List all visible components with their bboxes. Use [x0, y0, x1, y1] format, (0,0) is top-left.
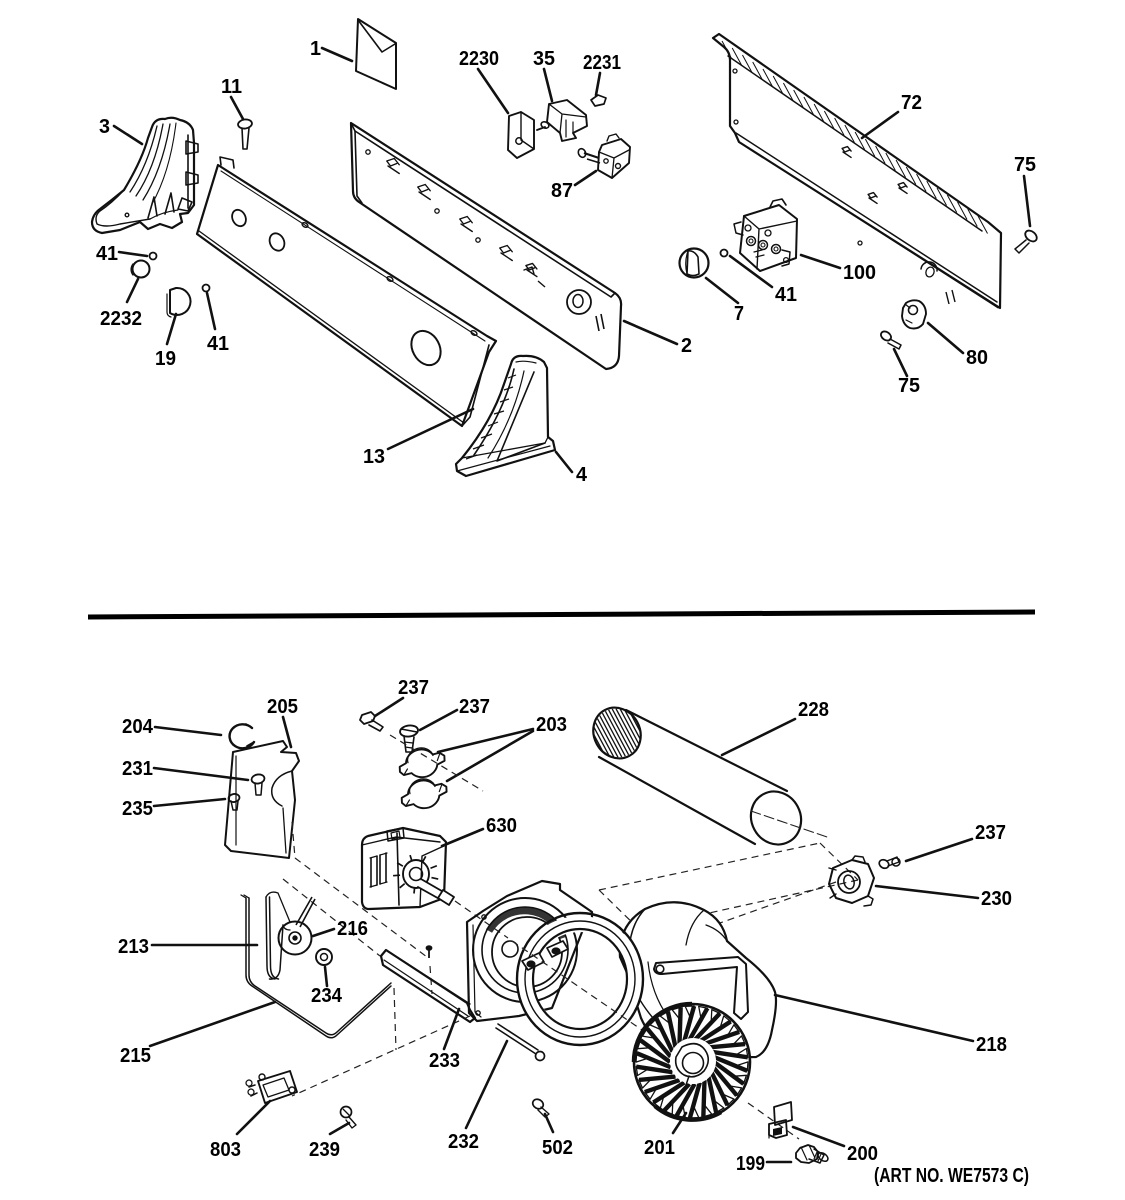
svg-text:13: 13	[363, 446, 385, 468]
svg-text:237: 237	[398, 677, 429, 699]
svg-text:1: 1	[310, 38, 321, 60]
svg-text:2: 2	[681, 335, 692, 357]
svg-text:7: 7	[734, 303, 744, 325]
svg-text:237: 237	[975, 822, 1006, 844]
svg-text:41: 41	[775, 284, 797, 306]
svg-text:75: 75	[1014, 154, 1036, 176]
svg-text:232: 232	[448, 1131, 479, 1153]
svg-text:2231: 2231	[583, 52, 621, 74]
svg-text:502: 502	[542, 1137, 573, 1159]
svg-text:41: 41	[207, 333, 229, 355]
svg-text:237: 237	[459, 696, 490, 718]
svg-text:205: 205	[267, 696, 298, 718]
svg-text:228: 228	[798, 699, 829, 721]
svg-text:216: 216	[337, 918, 368, 940]
svg-text:230: 230	[981, 888, 1012, 910]
svg-text:218: 218	[976, 1034, 1007, 1056]
svg-text:100: 100	[843, 262, 876, 284]
svg-text:204: 204	[122, 716, 154, 738]
svg-text:87: 87	[551, 180, 573, 202]
svg-text:239: 239	[309, 1139, 340, 1161]
svg-text:75: 75	[898, 375, 920, 397]
svg-text:215: 215	[120, 1045, 151, 1067]
svg-text:3: 3	[99, 116, 110, 138]
svg-text:11: 11	[221, 76, 242, 98]
svg-text:4: 4	[576, 464, 588, 486]
svg-text:41: 41	[96, 243, 118, 265]
svg-text:233: 233	[429, 1050, 460, 1072]
svg-text:235: 235	[122, 798, 153, 820]
svg-text:231: 231	[122, 758, 153, 780]
svg-text:803: 803	[210, 1139, 241, 1161]
svg-text:213: 213	[118, 936, 149, 958]
svg-text:234: 234	[311, 985, 343, 1007]
svg-text:201: 201	[644, 1137, 675, 1159]
svg-text:630: 630	[486, 815, 517, 837]
svg-text:203: 203	[536, 714, 567, 736]
svg-text:2230: 2230	[459, 48, 499, 70]
svg-text:(ART NO. WE7573 C): (ART NO. WE7573 C)	[874, 1165, 1029, 1187]
svg-text:199: 199	[736, 1153, 765, 1175]
svg-text:2232: 2232	[100, 308, 142, 330]
svg-text:35: 35	[533, 48, 555, 70]
svg-text:80: 80	[966, 347, 988, 369]
svg-text:72: 72	[901, 92, 922, 114]
svg-text:19: 19	[155, 348, 176, 370]
svg-text:200: 200	[847, 1143, 878, 1165]
